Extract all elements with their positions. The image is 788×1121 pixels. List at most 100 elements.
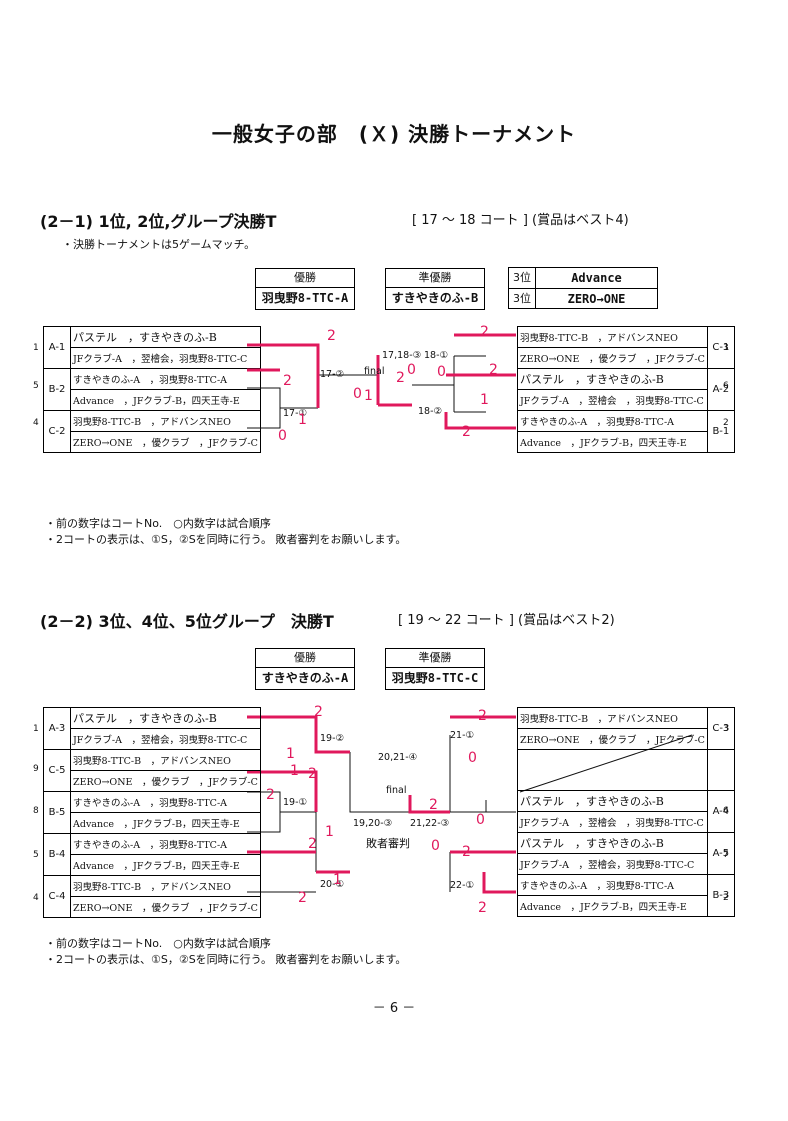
empty-slot: [517, 749, 708, 791]
handwritten-score: 2: [283, 373, 292, 389]
team-line: Advance ，JFクラブ-B，四天王寺-E: [517, 895, 708, 917]
seed-number: 6: [723, 806, 729, 816]
group-id: C-1: [706, 326, 735, 369]
sec2-note-1: ・前の数字はコートNo. ○内数字は試合順序: [45, 937, 271, 950]
champion-value: すきやきのふ-A: [261, 671, 349, 685]
handwritten-score: 0: [431, 838, 440, 854]
final-label: final: [386, 785, 407, 796]
handwritten-score: 2: [396, 370, 405, 386]
group-id: A-4: [706, 790, 735, 833]
seed-number: 8: [33, 806, 39, 816]
seed-number: 4: [33, 418, 39, 428]
match-17-2: 17-②: [320, 369, 345, 380]
group-id: A-2: [706, 368, 735, 411]
champion-value: 羽曳野8-TTC-A: [261, 291, 349, 305]
champion-label: 優勝: [256, 269, 354, 288]
group-id: C-2: [43, 410, 71, 453]
team-line: 羽曳野8-TTC-B ，アドバンスNEO: [70, 875, 261, 897]
champion-label: 優勝: [256, 649, 354, 668]
match-19-1: 19-①: [283, 797, 308, 808]
sec1-runnerup-box: 準優勝 すきやきのふ-B: [385, 268, 485, 310]
third-value: Advance: [571, 271, 622, 285]
team-line: すきやきのふ-A ，羽曳野8-TTC-A: [70, 833, 261, 855]
match-final: 20,21-④: [378, 752, 418, 763]
handwritten-score: 2: [298, 890, 307, 906]
seed-number: 3: [723, 343, 729, 353]
sec2-runnerup-box: 準優勝 羽曳野8-TTC-C: [385, 648, 485, 690]
team-line: パステル ，すきやきのふ-B: [517, 368, 708, 390]
empty-group: [706, 749, 735, 791]
team-line: すきやきのふ-A ，羽曳野8-TTC-A: [70, 791, 261, 813]
handwritten-score: 0: [407, 362, 416, 378]
group-id: C-3: [706, 707, 735, 750]
sec1-title: (2－1) 1位, 2位,グループ決勝T: [40, 212, 277, 231]
match-20-1: 20-①: [320, 879, 345, 890]
handwritten-score: 1: [290, 763, 299, 779]
seed-number: 7: [723, 850, 729, 860]
handwritten-score: 2: [462, 424, 471, 440]
team-line: JFクラブ-A ，翌檜会 ，羽曳野8-TTC-C: [517, 811, 708, 833]
seed-number: 3: [723, 724, 729, 734]
handwritten-score: 2: [489, 362, 498, 378]
team-line: パステル ，すきやきのふ-B: [517, 790, 708, 812]
seed-number: 5: [33, 850, 39, 860]
handwritten-score: 2: [480, 324, 489, 340]
sec2-title: (2－2) 3位、4位、5位グループ 決勝T: [40, 612, 334, 631]
runnerup-value: 羽曳野8-TTC-C: [391, 671, 479, 685]
loser-referee-label: 敗者審判: [366, 837, 410, 850]
match-final: 17,18-③: [382, 350, 422, 361]
team-line: 羽曳野8-TTC-B ，アドバンスNEO: [70, 749, 261, 771]
handwritten-score: 2: [314, 704, 323, 720]
runnerup-label: 準優勝: [386, 269, 484, 288]
sec1-note: ・決勝トーナメントは5ゲームマッチ。: [62, 238, 256, 251]
group-id: C-4: [43, 875, 71, 918]
team-line: ZERO→ONE ，優クラブ ，JFクラブ-C: [517, 728, 708, 750]
handwritten-score: 0: [437, 364, 446, 380]
match-21-1: 21-①: [450, 730, 475, 741]
team-line: パステル ，すきやきのふ-B: [517, 832, 708, 854]
page-number: － 6 －: [372, 1001, 416, 1016]
group-id: B-4: [43, 833, 71, 876]
seed-number: 2: [723, 893, 729, 903]
team-line: ZERO→ONE ，優クラブ ，JFクラブ-C: [70, 896, 261, 918]
sec1-champion-box: 優勝 羽曳野8-TTC-A: [255, 268, 355, 310]
page-title: 一般女子の部 (Ｘ) 決勝トーナメント: [211, 122, 577, 146]
sec2-champion-box: 優勝 すきやきのふ-A: [255, 648, 355, 690]
handwritten-score: 0: [468, 750, 477, 766]
seed-number: 9: [33, 764, 39, 774]
handwritten-score: 2: [429, 797, 438, 813]
team-line: JFクラブ-A ，翌檜会，羽曳野8-TTC-C: [70, 728, 261, 750]
group-id: B-3: [706, 874, 735, 917]
seed-number: 1: [33, 343, 39, 353]
handwritten-score: 0: [353, 386, 362, 402]
seed-number: 5: [33, 381, 39, 391]
group-id: A-1: [43, 326, 71, 369]
third-value: ZERO→ONE: [567, 292, 626, 306]
team-line: ZERO→ONE ，優クラブ ，JFクラブ-C: [70, 770, 261, 792]
handwritten-score: 1: [298, 412, 307, 428]
match-19-2: 19-②: [320, 733, 345, 744]
match-22-1: 22-①: [450, 880, 475, 891]
handwritten-score: 2: [327, 328, 336, 344]
sec1-court: [ 17 ～ 18 コート ] (賞品はベスト4): [412, 213, 629, 228]
team-line: ZERO→ONE ，優クラブ ，JFクラブ-C: [70, 431, 261, 453]
runnerup-value: すきやきのふ-B: [391, 291, 479, 305]
seed-number: 6: [723, 381, 729, 391]
handwritten-score: 1: [286, 746, 295, 762]
group-id: C-5: [43, 749, 71, 792]
match-18-2: 18-②: [418, 406, 443, 417]
group-id: B-2: [43, 368, 71, 411]
handwritten-score: 1: [480, 392, 489, 408]
handwritten-score: 2: [478, 708, 487, 724]
team-line: 羽曳野8-TTC-B ，アドバンスNEO: [517, 707, 708, 729]
seed-number: 2: [723, 418, 729, 428]
handwritten-score: 1: [364, 388, 373, 404]
team-line: Advance ，JFクラブ-B，四天王寺-E: [70, 812, 261, 834]
team-line: Advance ，JFクラブ-B，四天王寺-E: [70, 854, 261, 876]
match-18-1: 18-①: [424, 350, 449, 361]
seed-number: 4: [33, 893, 39, 903]
